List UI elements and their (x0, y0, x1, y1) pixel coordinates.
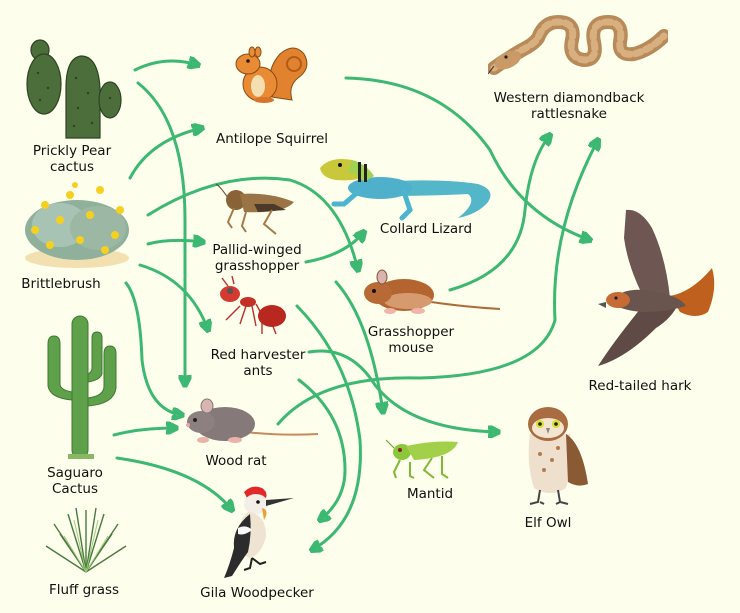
mantid-label: Mantid (406, 486, 454, 502)
brittlebrush-icon (25, 182, 129, 268)
rattlesnake-label-line2: rattlesnake (531, 106, 607, 122)
arrow-brittlebrush-woodrat (124, 281, 182, 415)
arrow-brittlebrush-ants (138, 263, 208, 330)
arrow-brittlebrush-grasshopper (146, 240, 203, 244)
prickly-pear-label-line1: Prickly Pear (32, 143, 112, 159)
owl-icon (528, 407, 588, 505)
ants-label-line2: ants (243, 363, 273, 379)
lizard-label: Collard Lizard (379, 221, 473, 237)
grasshopper-label: Pallid-winged grasshopper (212, 242, 301, 274)
grasshopper-mouse-label-line1: Grasshopper (367, 324, 455, 340)
arrow-pricklypear-woodrat (136, 81, 185, 385)
wood-rat-icon (186, 398, 319, 443)
saguaro-label: Saguaro Cactus (47, 465, 103, 497)
fluff-grass-label: Fluff grass (48, 582, 120, 598)
prickly-pear-label: Prickly Pear cactus (33, 143, 111, 175)
ant-icon (220, 276, 286, 335)
mantid-icon (385, 439, 458, 479)
saguaro-cactus-icon (47, 315, 117, 459)
ants-label: Red harvester ants (211, 347, 306, 379)
grasshopper-label-line2: grasshopper (214, 258, 300, 274)
squirrel-icon (235, 46, 308, 103)
saguaro-label-line2: Cactus (51, 481, 99, 497)
arrow-grasshopper-lizard (304, 232, 364, 264)
grasshopper-icon (215, 183, 294, 235)
wood-rat-label: Wood rat (205, 453, 267, 469)
lizard-icon (320, 159, 491, 221)
grasshopper-label-line1: Pallid-winged (212, 242, 302, 258)
saguaro-label-line1: Saguaro (47, 465, 103, 481)
brittlebrush-label: Brittlebrush (21, 276, 101, 292)
grasshopper-mouse-icon (364, 269, 501, 314)
rattlesnake-icon (488, 14, 668, 75)
hawk-icon (598, 209, 715, 366)
prickly-pear-cactus-icon (26, 39, 122, 139)
prickly-pear-label-line2: cactus (49, 159, 95, 175)
arrow-brittlebrush-squirrel (128, 128, 202, 180)
owl-label: Elf Owl (524, 515, 572, 531)
grasshopper-mouse-label: Grasshopper mouse (368, 324, 454, 356)
arrow-ants-owl (307, 349, 498, 432)
woodpecker-label: Gila Woodpecker (200, 585, 314, 601)
rattlesnake-label: Western diamondback rattlesnake (494, 90, 645, 122)
woodpecker-icon (224, 486, 294, 578)
arrow-saguaro-woodrat (112, 428, 176, 437)
rattlesnake-label-line1: Western diamondback (493, 90, 645, 106)
squirrel-label: Antilope Squirrel (215, 131, 329, 147)
fluff-grass-icon (45, 507, 127, 573)
ants-label-line1: Red harvester (210, 347, 306, 363)
arrow-pricklypear-squirrel (133, 61, 198, 72)
grasshopper-mouse-label-line2: mouse (388, 340, 434, 356)
hawk-label: Red-tailed hark (588, 378, 692, 394)
